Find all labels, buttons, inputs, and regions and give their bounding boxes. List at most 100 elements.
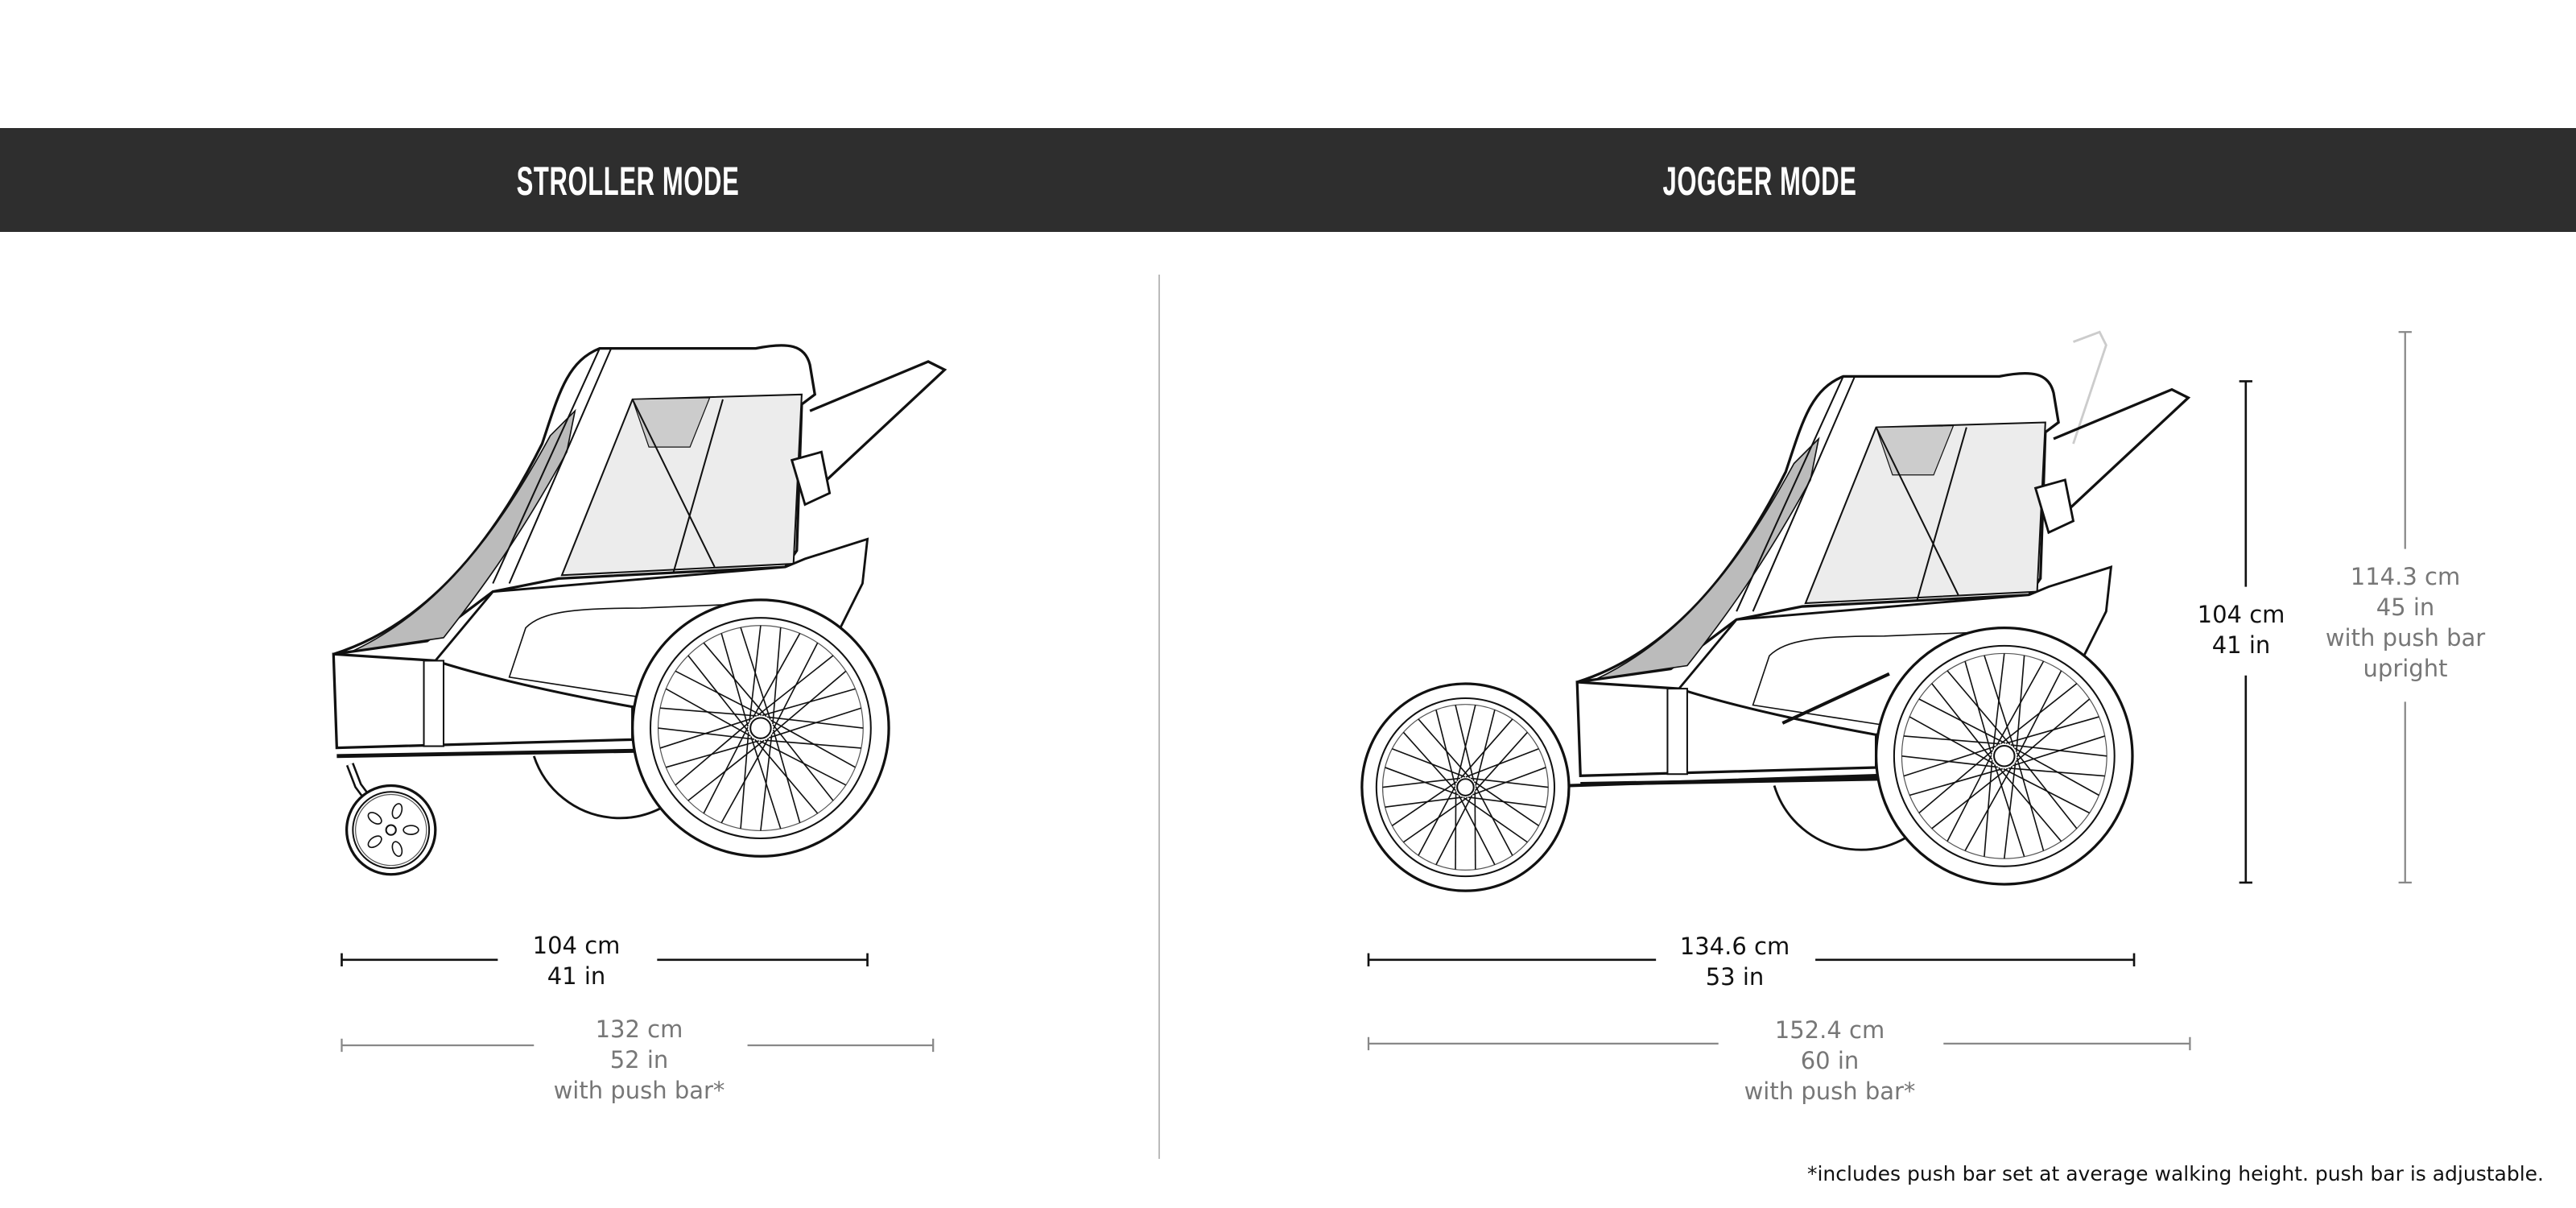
jogger-height-push-bar-note: with push bar	[2325, 624, 2486, 652]
jogger-push-bar-upright	[2072, 330, 2107, 445]
spoke	[1992, 653, 2005, 750]
jogger-height-push-bar-cm: 114.3 cm	[2350, 563, 2461, 590]
spoke	[1964, 660, 1992, 755]
jogger-length-cm: 134.6 cm	[1679, 933, 1790, 960]
spoke	[666, 740, 760, 768]
hub	[749, 717, 772, 739]
jogger-height-line	[2239, 380, 2252, 884]
spoke	[1435, 709, 1456, 786]
spoke	[1418, 718, 1471, 779]
spoke	[757, 655, 834, 717]
jogger-push-bar-in: 60 in	[1800, 1047, 1860, 1074]
spoke	[752, 633, 801, 718]
jogger-mode-title: JOGGER MODE	[1662, 159, 1857, 204]
spoke	[1473, 780, 1539, 827]
stroller-push-bar-in: 52 in	[609, 1046, 669, 1074]
stroller-front-wheel	[345, 784, 437, 876]
spoke	[1931, 683, 1993, 760]
spoke	[760, 734, 773, 831]
spoke	[1465, 747, 1539, 778]
stroller-length-push-bar-line	[341, 1038, 935, 1053]
hub	[385, 824, 397, 836]
spoke	[1964, 765, 2013, 851]
spoke	[1435, 795, 1473, 866]
jogger-length-label: 134.6 cm 53 in	[1680, 931, 1790, 992]
spoke	[1402, 731, 1456, 792]
spoke	[1901, 755, 1998, 768]
spoke	[1391, 780, 1458, 827]
stroller-length-label: 104 cm 41 in	[533, 930, 621, 991]
spoke	[1475, 786, 1513, 856]
rim	[1893, 644, 2116, 867]
stroller-length-push-bar-label: 132 cm 52 in with push bar*	[554, 1014, 725, 1106]
jogger-front-wheel	[1360, 682, 1571, 892]
wheel-cutout	[367, 812, 382, 825]
spoke	[1460, 718, 1513, 779]
spoke	[2003, 762, 2017, 859]
jogger-height-cm: 104 cm	[2197, 601, 2285, 628]
spoke	[1385, 796, 1463, 808]
spoke	[1456, 705, 1476, 782]
section-divider	[1158, 275, 1160, 1159]
spoke	[772, 729, 801, 823]
spoke	[2014, 747, 2099, 796]
rim-inner	[355, 793, 427, 867]
spoke	[770, 719, 856, 768]
spoke	[2016, 752, 2078, 829]
header-band	[0, 128, 2576, 232]
jogger-height-push-bar-line	[2398, 331, 2412, 884]
jogger-length-push-bar-line	[1367, 1036, 2191, 1051]
rim	[352, 791, 431, 870]
jogger-height-push-bar-label: 114.3 cm 45 in with push bar upright	[2326, 561, 2485, 684]
spoke	[1392, 747, 1466, 778]
jogger-illustration	[1360, 330, 2189, 892]
spoke	[1909, 767, 2003, 796]
spoke	[1382, 777, 1461, 788]
spoke	[1463, 796, 1528, 843]
spoke	[1468, 796, 1546, 808]
stroller-mode-title: STROLLER MODE	[516, 159, 740, 204]
jogger-height-label: 104 cm 41 in	[2198, 599, 2285, 660]
spoke	[1418, 786, 1456, 856]
spoke	[665, 688, 751, 737]
spoke	[720, 633, 749, 727]
hub	[1993, 745, 2016, 767]
wheel-cutout	[391, 841, 403, 858]
spoke	[2016, 757, 2045, 851]
spoke	[1455, 705, 1475, 782]
spoke	[1475, 709, 1496, 786]
spoke	[769, 707, 862, 738]
spoke	[1385, 767, 1459, 796]
stroller-length-cm: 104 cm	[532, 932, 621, 959]
jogger-rear-wheel	[1874, 626, 2134, 886]
jogger-height-in: 41 in	[2211, 631, 2271, 659]
spoke	[1931, 767, 2008, 829]
spoke	[2005, 716, 2099, 744]
spoke	[1996, 660, 2045, 747]
jogger-push-bar-note: with push bar*	[1744, 1078, 1916, 1105]
hub	[1456, 778, 1475, 796]
wheel-cutout	[402, 825, 419, 835]
spoke	[1474, 731, 1529, 792]
spoke	[1909, 716, 1995, 765]
jogger-height-push-bar-note-2: upright	[2363, 655, 2448, 682]
stroller-push-bar-note: with push bar*	[553, 1077, 725, 1104]
spoke	[658, 727, 755, 740]
rim	[1375, 697, 1556, 878]
spoke	[1470, 777, 1549, 788]
stroller-rear-wheel	[631, 598, 890, 858]
jogger-push-bar-cm: 152.4 cm	[1774, 1016, 1885, 1044]
jogger-length-push-bar-label: 152.4 cm 60 in with push bar*	[1744, 1015, 1916, 1107]
spoke	[2013, 735, 2105, 767]
jogger-length-line	[1367, 953, 2136, 966]
spoke	[1458, 795, 1496, 866]
spoke	[1474, 791, 1476, 870]
rim	[649, 617, 872, 839]
stroller-illustration	[333, 345, 944, 876]
spoke	[1455, 791, 1457, 870]
spoke	[2000, 683, 2078, 745]
spoke	[720, 738, 770, 824]
jogger-length-in: 53 in	[1705, 963, 1765, 991]
wheel-cutout	[391, 803, 403, 819]
